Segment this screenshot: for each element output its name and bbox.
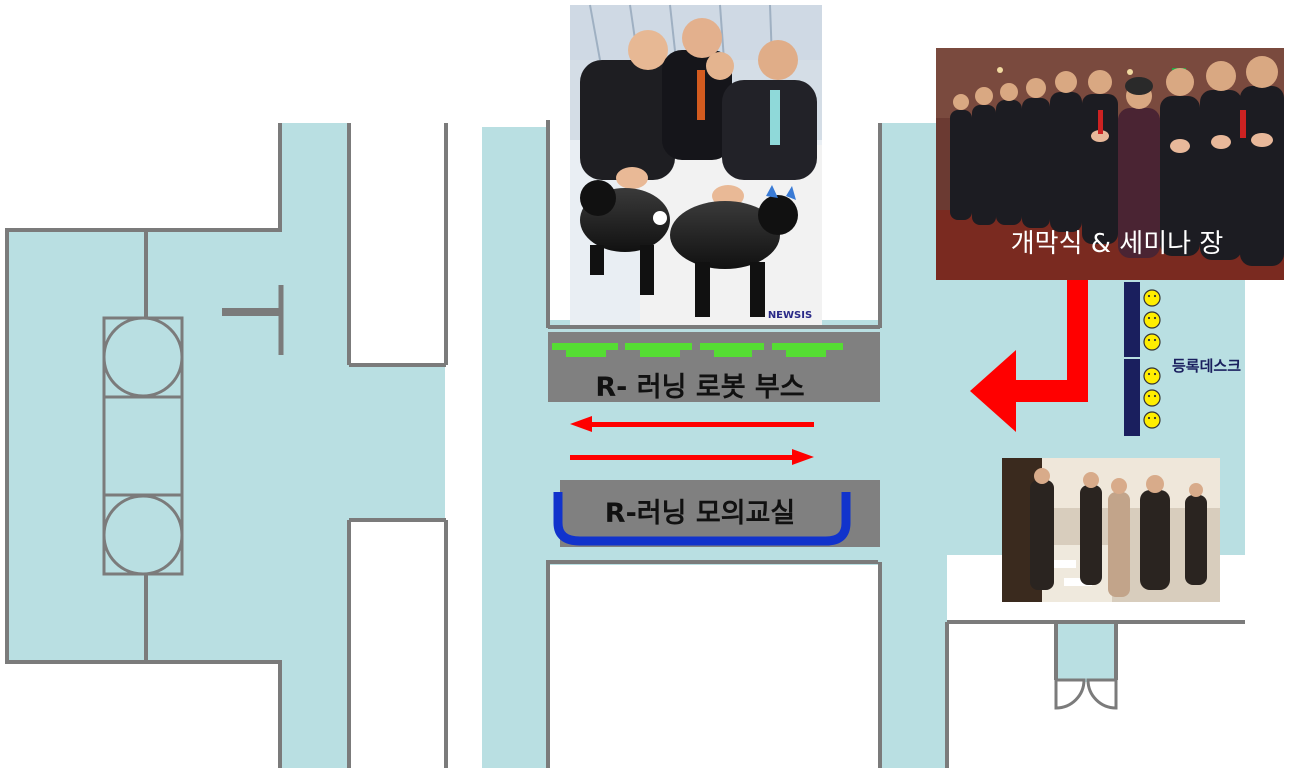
ceremony-photo: 개막식 & 세미나 장	[936, 48, 1284, 280]
arrow-right-icon	[792, 449, 814, 465]
registration-photo	[1002, 458, 1220, 602]
robot-booth-label: R- 러닝 로봇 부스	[595, 372, 804, 403]
photo-watermark: NEWSIS	[768, 310, 812, 321]
bent-arrow-icon	[970, 280, 1088, 432]
elevator-fixture	[102, 316, 184, 576]
staff-faces	[1143, 289, 1161, 429]
robot-booth: R- 러닝 로봇 부스	[548, 325, 880, 403]
double-door	[1054, 678, 1118, 710]
arrow-left-icon	[570, 416, 592, 432]
registration-desk-label: 등록데스크	[1172, 357, 1241, 375]
mock-classroom: R-러닝 모의교실	[553, 480, 880, 547]
seminar-hall-label: 개막식 & 세미나 장	[1011, 229, 1224, 259]
flow-arrows	[570, 280, 1088, 465]
mock-classroom-label: R-러닝 모의교실	[605, 498, 795, 529]
robot-demo-photo: NEWSIS	[570, 4, 822, 325]
left-building	[5, 123, 448, 768]
registration-desk: 등록데스크	[1124, 282, 1241, 436]
